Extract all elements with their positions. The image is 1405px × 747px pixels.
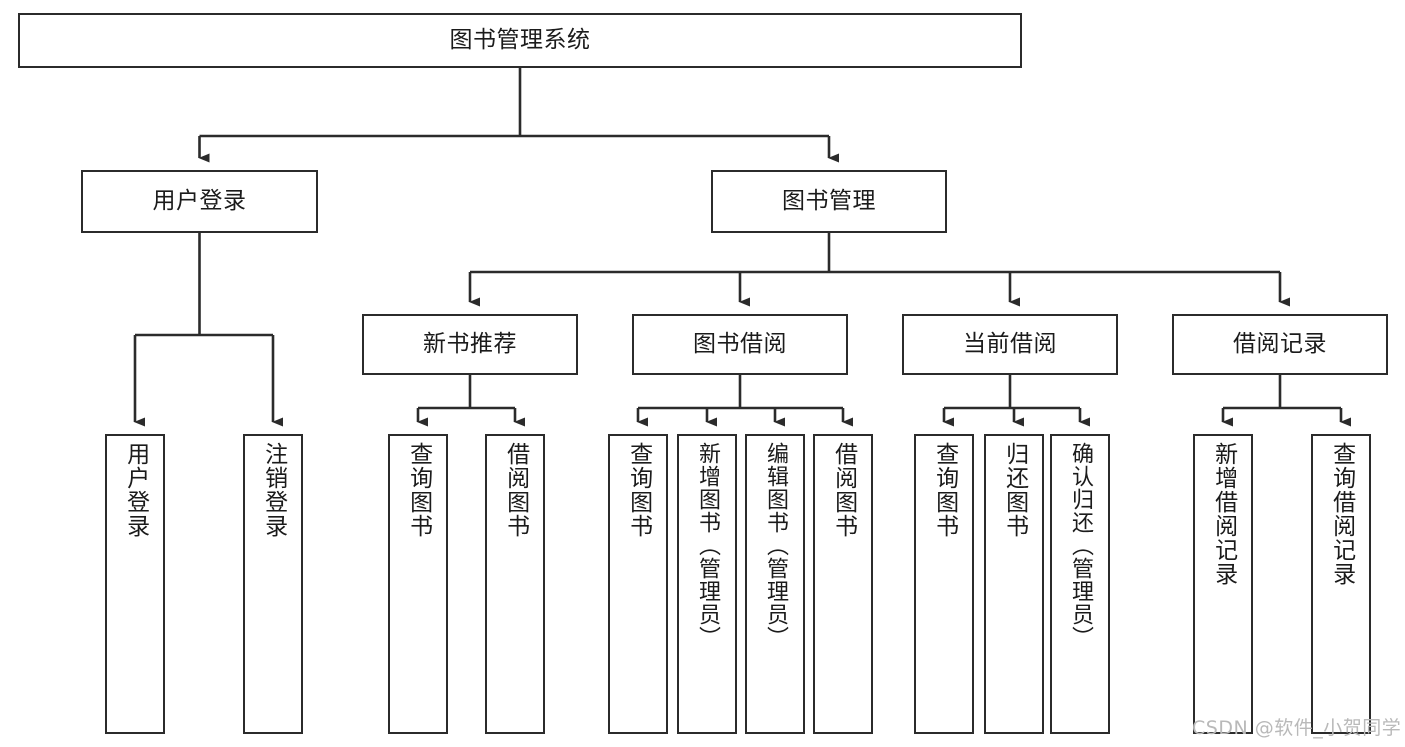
node-leaf-user-logout[interactable]: 注销登录 bbox=[243, 434, 303, 734]
node-label: 编辑图书（管理员） bbox=[762, 442, 788, 649]
node-label: 查询图书 bbox=[625, 442, 652, 538]
node-label: 归还图书 bbox=[1001, 442, 1028, 538]
node-new-book-rec[interactable]: 新书推荐 bbox=[362, 314, 578, 375]
node-label: 确认归还（管理员） bbox=[1067, 442, 1093, 649]
node-leaf-bb-edit[interactable]: 编辑图书（管理员） bbox=[745, 434, 805, 734]
node-label: 借阅图书 bbox=[830, 442, 857, 538]
node-label: 图书管理 bbox=[782, 187, 876, 214]
node-leaf-bb-borrow[interactable]: 借阅图书 bbox=[813, 434, 873, 734]
node-leaf-rec-query[interactable]: 查询图书 bbox=[388, 434, 448, 734]
node-label: 新书推荐 bbox=[423, 330, 517, 357]
node-book-manage[interactable]: 图书管理 bbox=[711, 170, 947, 233]
node-label: 注销登录 bbox=[260, 442, 287, 538]
node-leaf-br-add[interactable]: 新增借阅记录 bbox=[1193, 434, 1253, 734]
node-leaf-cb-query[interactable]: 查询图书 bbox=[914, 434, 974, 734]
node-label: 借阅图书 bbox=[502, 442, 529, 538]
node-leaf-cb-return[interactable]: 归还图书 bbox=[984, 434, 1044, 734]
node-label: 借阅记录 bbox=[1233, 330, 1327, 357]
node-leaf-rec-borrow[interactable]: 借阅图书 bbox=[485, 434, 545, 734]
node-label: 查询图书 bbox=[405, 442, 432, 538]
node-label: 用户登录 bbox=[152, 187, 247, 214]
node-leaf-bb-add[interactable]: 新增图书（管理员） bbox=[677, 434, 737, 734]
node-borrow-record[interactable]: 借阅记录 bbox=[1172, 314, 1388, 375]
node-leaf-user-login[interactable]: 用户登录 bbox=[105, 434, 165, 734]
node-leaf-bb-query[interactable]: 查询图书 bbox=[608, 434, 668, 734]
csdn-watermark: CSDN @软件_小贺同学 bbox=[1192, 717, 1402, 739]
node-current-borrow[interactable]: 当前借阅 bbox=[902, 314, 1118, 375]
node-leaf-cb-confirm[interactable]: 确认归还（管理员） bbox=[1050, 434, 1110, 734]
node-label: 新增图书（管理员） bbox=[694, 442, 720, 649]
node-label: 图书管理系统 bbox=[449, 26, 591, 53]
node-book-borrow[interactable]: 图书借阅 bbox=[632, 314, 848, 375]
node-user-login[interactable]: 用户登录 bbox=[81, 170, 318, 233]
node-root[interactable]: 图书管理系统 bbox=[18, 13, 1022, 68]
node-label: 查询图书 bbox=[931, 442, 958, 538]
node-label: 新增借阅记录 bbox=[1210, 442, 1237, 586]
node-leaf-br-query[interactable]: 查询借阅记录 bbox=[1311, 434, 1371, 734]
node-label: 查询借阅记录 bbox=[1328, 442, 1355, 586]
node-label: 当前借阅 bbox=[963, 330, 1057, 357]
node-label: 用户登录 bbox=[122, 442, 149, 538]
node-label: 图书借阅 bbox=[693, 330, 787, 357]
